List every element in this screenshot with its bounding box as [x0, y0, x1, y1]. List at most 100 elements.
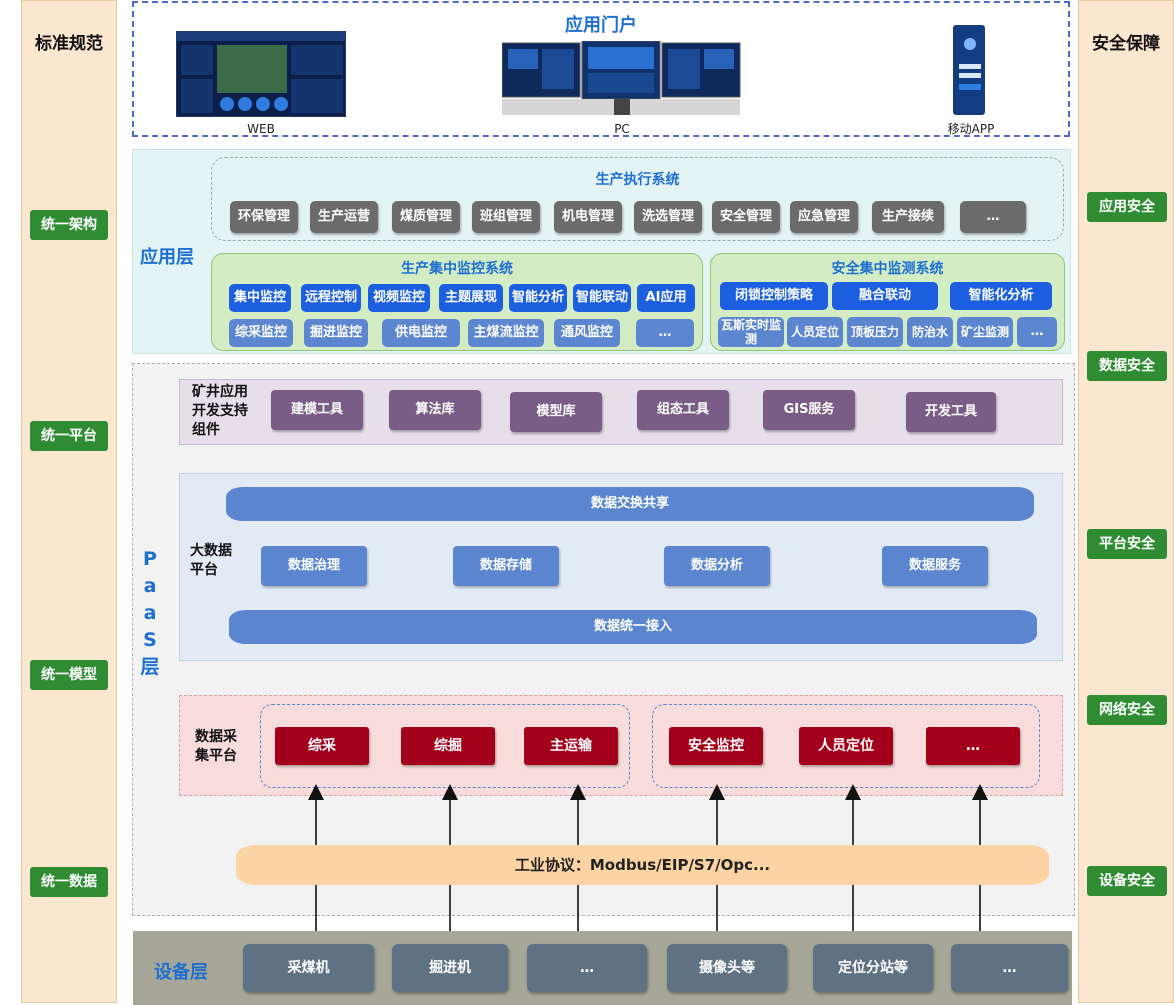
- bigdata-item[interactable]: 数据存储: [453, 546, 559, 586]
- device-item[interactable]: 定位分站等: [813, 944, 933, 992]
- collection-item[interactable]: 综采: [275, 727, 369, 765]
- monitor-item[interactable]: 智能联动: [573, 284, 631, 312]
- devtool-item[interactable]: 建模工具: [271, 390, 363, 430]
- collection-item[interactable]: 综掘: [401, 727, 495, 765]
- execution-item[interactable]: 机电管理: [554, 201, 622, 233]
- mobile-app-image: [959, 38, 981, 90]
- safety-item[interactable]: 防治水: [907, 317, 953, 347]
- monitor-item[interactable]: 远程控制: [301, 284, 361, 312]
- safety-monitoring-box: 安全集中监测系统 闭锁控制策略 融合联动 智能化分析 瓦斯实时监测 人员定位 顶…: [710, 253, 1065, 351]
- mobile-label: 移动APP: [947, 122, 995, 136]
- monitor-item[interactable]: 通风监控: [554, 319, 620, 347]
- monitor-item[interactable]: 视频监控: [368, 284, 430, 312]
- paas-label-char: a: [143, 602, 157, 624]
- safety-item[interactable]: 瓦斯实时监测: [718, 317, 784, 347]
- paas-label-char: 层: [140, 656, 160, 678]
- safety-item[interactable]: 智能化分析: [950, 282, 1052, 310]
- collection-item[interactable]: 人员定位: [799, 727, 893, 765]
- monitor-item[interactable]: 主煤流监控: [468, 319, 544, 347]
- safety-item[interactable]: 人员定位: [787, 317, 843, 347]
- execution-item[interactable]: 班组管理: [472, 201, 540, 233]
- pc-screenshot: [501, 40, 742, 119]
- monitor-item[interactable]: 主题展现: [439, 284, 503, 312]
- collection-item[interactable]: 主运输: [524, 727, 618, 765]
- web-label: WEB: [247, 122, 275, 136]
- pc-monitors-image: [501, 40, 741, 115]
- data-collection-band: 数据采 集平台 综采 综掘 主运输 安全监控 人员定位 …: [179, 695, 1063, 796]
- safety-item[interactable]: 闭锁控制策略: [720, 282, 828, 310]
- devtool-item[interactable]: 模型库: [510, 392, 602, 432]
- pc-label: PC: [614, 122, 630, 136]
- paas-label-char: S: [143, 629, 157, 651]
- devtool-item[interactable]: 算法库: [389, 390, 481, 430]
- monitor-item[interactable]: 供电监控: [382, 319, 460, 347]
- monitor-item[interactable]: 综采监控: [229, 319, 293, 347]
- industrial-protocol-bar: 工业协议：Modbus/EIP/S7/Opc...: [236, 845, 1049, 885]
- device-item[interactable]: 采煤机: [243, 944, 374, 992]
- safety-item[interactable]: 矿尘监测: [957, 317, 1013, 347]
- collection-group-production: 综采 综掘 主运输: [260, 704, 630, 788]
- dev-support-band: 矿井应用 开发支持 组件 建模工具 算法库 模型库 组态工具 GIS服务 开发工…: [179, 379, 1063, 445]
- devtool-item[interactable]: GIS服务: [763, 390, 855, 430]
- data-exchange-bar[interactable]: 数据交换共享: [226, 487, 1034, 521]
- security-column: 安全保障 应用安全 数据安全 平台安全 网络安全 设备安全: [1078, 0, 1174, 1003]
- security-item-device[interactable]: 设备安全: [1087, 866, 1167, 896]
- device-layer: 设备层 采煤机 掘进机 … 摄像头等 定位分站等 …: [133, 931, 1072, 1005]
- web-dashboard-image: [177, 32, 345, 113]
- devtool-item[interactable]: 组态工具: [637, 390, 729, 430]
- standard-item-platform[interactable]: 统一平台: [30, 421, 108, 451]
- monitor-more[interactable]: …: [636, 319, 694, 347]
- device-item[interactable]: 摄像头等: [667, 944, 787, 992]
- execution-item[interactable]: 生产接续: [872, 201, 944, 233]
- execution-more[interactable]: …: [960, 201, 1026, 233]
- security-item-platform[interactable]: 平台安全: [1087, 529, 1167, 559]
- mobile-screenshot: [953, 25, 985, 115]
- security-title: 安全保障: [1092, 34, 1160, 54]
- bigdata-label-line: 大数据: [190, 543, 232, 559]
- security-item-data[interactable]: 数据安全: [1087, 351, 1167, 381]
- safety-more[interactable]: …: [1017, 317, 1057, 347]
- production-monitoring-title: 生产集中监控系统: [401, 261, 513, 277]
- safety-item[interactable]: 融合联动: [832, 282, 938, 310]
- data-collection-label-line: 数据采: [195, 729, 237, 745]
- execution-item[interactable]: 生产运营: [310, 201, 378, 233]
- monitor-item[interactable]: AI应用: [637, 284, 695, 312]
- execution-item[interactable]: 安全管理: [712, 201, 780, 233]
- collection-item[interactable]: 安全监控: [669, 727, 763, 765]
- security-item-application[interactable]: 应用安全: [1087, 192, 1167, 222]
- device-more[interactable]: …: [951, 944, 1068, 992]
- safety-item[interactable]: 顶板压力: [847, 317, 903, 347]
- bigdata-item[interactable]: 数据服务: [882, 546, 988, 586]
- standards-title: 标准规范: [35, 34, 103, 54]
- application-portal: 应用门户 WEB PC: [132, 1, 1070, 137]
- devtool-item[interactable]: 开发工具: [906, 392, 996, 432]
- paas-label-char: P: [143, 548, 157, 570]
- standard-item-architecture[interactable]: 统一架构: [30, 210, 108, 240]
- safety-monitoring-title: 安全集中监测系统: [831, 261, 944, 277]
- dev-support-label: 矿井应用 开发支持 组件: [192, 383, 248, 440]
- device-item[interactable]: 掘进机: [392, 944, 508, 992]
- bigdata-item[interactable]: 数据分析: [664, 546, 770, 586]
- execution-item[interactable]: 环保管理: [230, 201, 298, 233]
- execution-system-box: 生产执行系统 环保管理 生产运营 煤质管理 班组管理 机电管理 洗选管理 安全管…: [211, 157, 1064, 241]
- execution-item[interactable]: 洗选管理: [634, 201, 702, 233]
- collection-more[interactable]: …: [926, 727, 1020, 765]
- monitor-item[interactable]: 掘进监控: [304, 319, 368, 347]
- monitor-item[interactable]: 智能分析: [509, 284, 567, 312]
- bigdata-label-line: 平台: [190, 562, 218, 578]
- production-monitoring-box: 生产集中监控系统 集中监控 远程控制 视频监控 主题展现 智能分析 智能联动 A…: [211, 253, 703, 351]
- device-more[interactable]: …: [527, 944, 647, 992]
- data-access-bar[interactable]: 数据统一接入: [229, 610, 1037, 644]
- security-item-network[interactable]: 网络安全: [1087, 695, 1167, 725]
- application-layer-label: 应用层: [140, 247, 194, 268]
- data-collection-label: 数据采 集平台: [195, 728, 237, 766]
- bigdata-item[interactable]: 数据治理: [261, 546, 367, 586]
- execution-item[interactable]: 煤质管理: [392, 201, 460, 233]
- execution-item[interactable]: 应急管理: [790, 201, 858, 233]
- dev-support-label-line: 开发支持: [192, 403, 248, 419]
- standard-item-model[interactable]: 统一模型: [30, 660, 108, 690]
- web-screenshot: [176, 31, 346, 117]
- standard-item-data[interactable]: 统一数据: [30, 867, 108, 897]
- dev-support-label-line: 矿井应用: [192, 384, 248, 400]
- monitor-item[interactable]: 集中监控: [229, 284, 291, 312]
